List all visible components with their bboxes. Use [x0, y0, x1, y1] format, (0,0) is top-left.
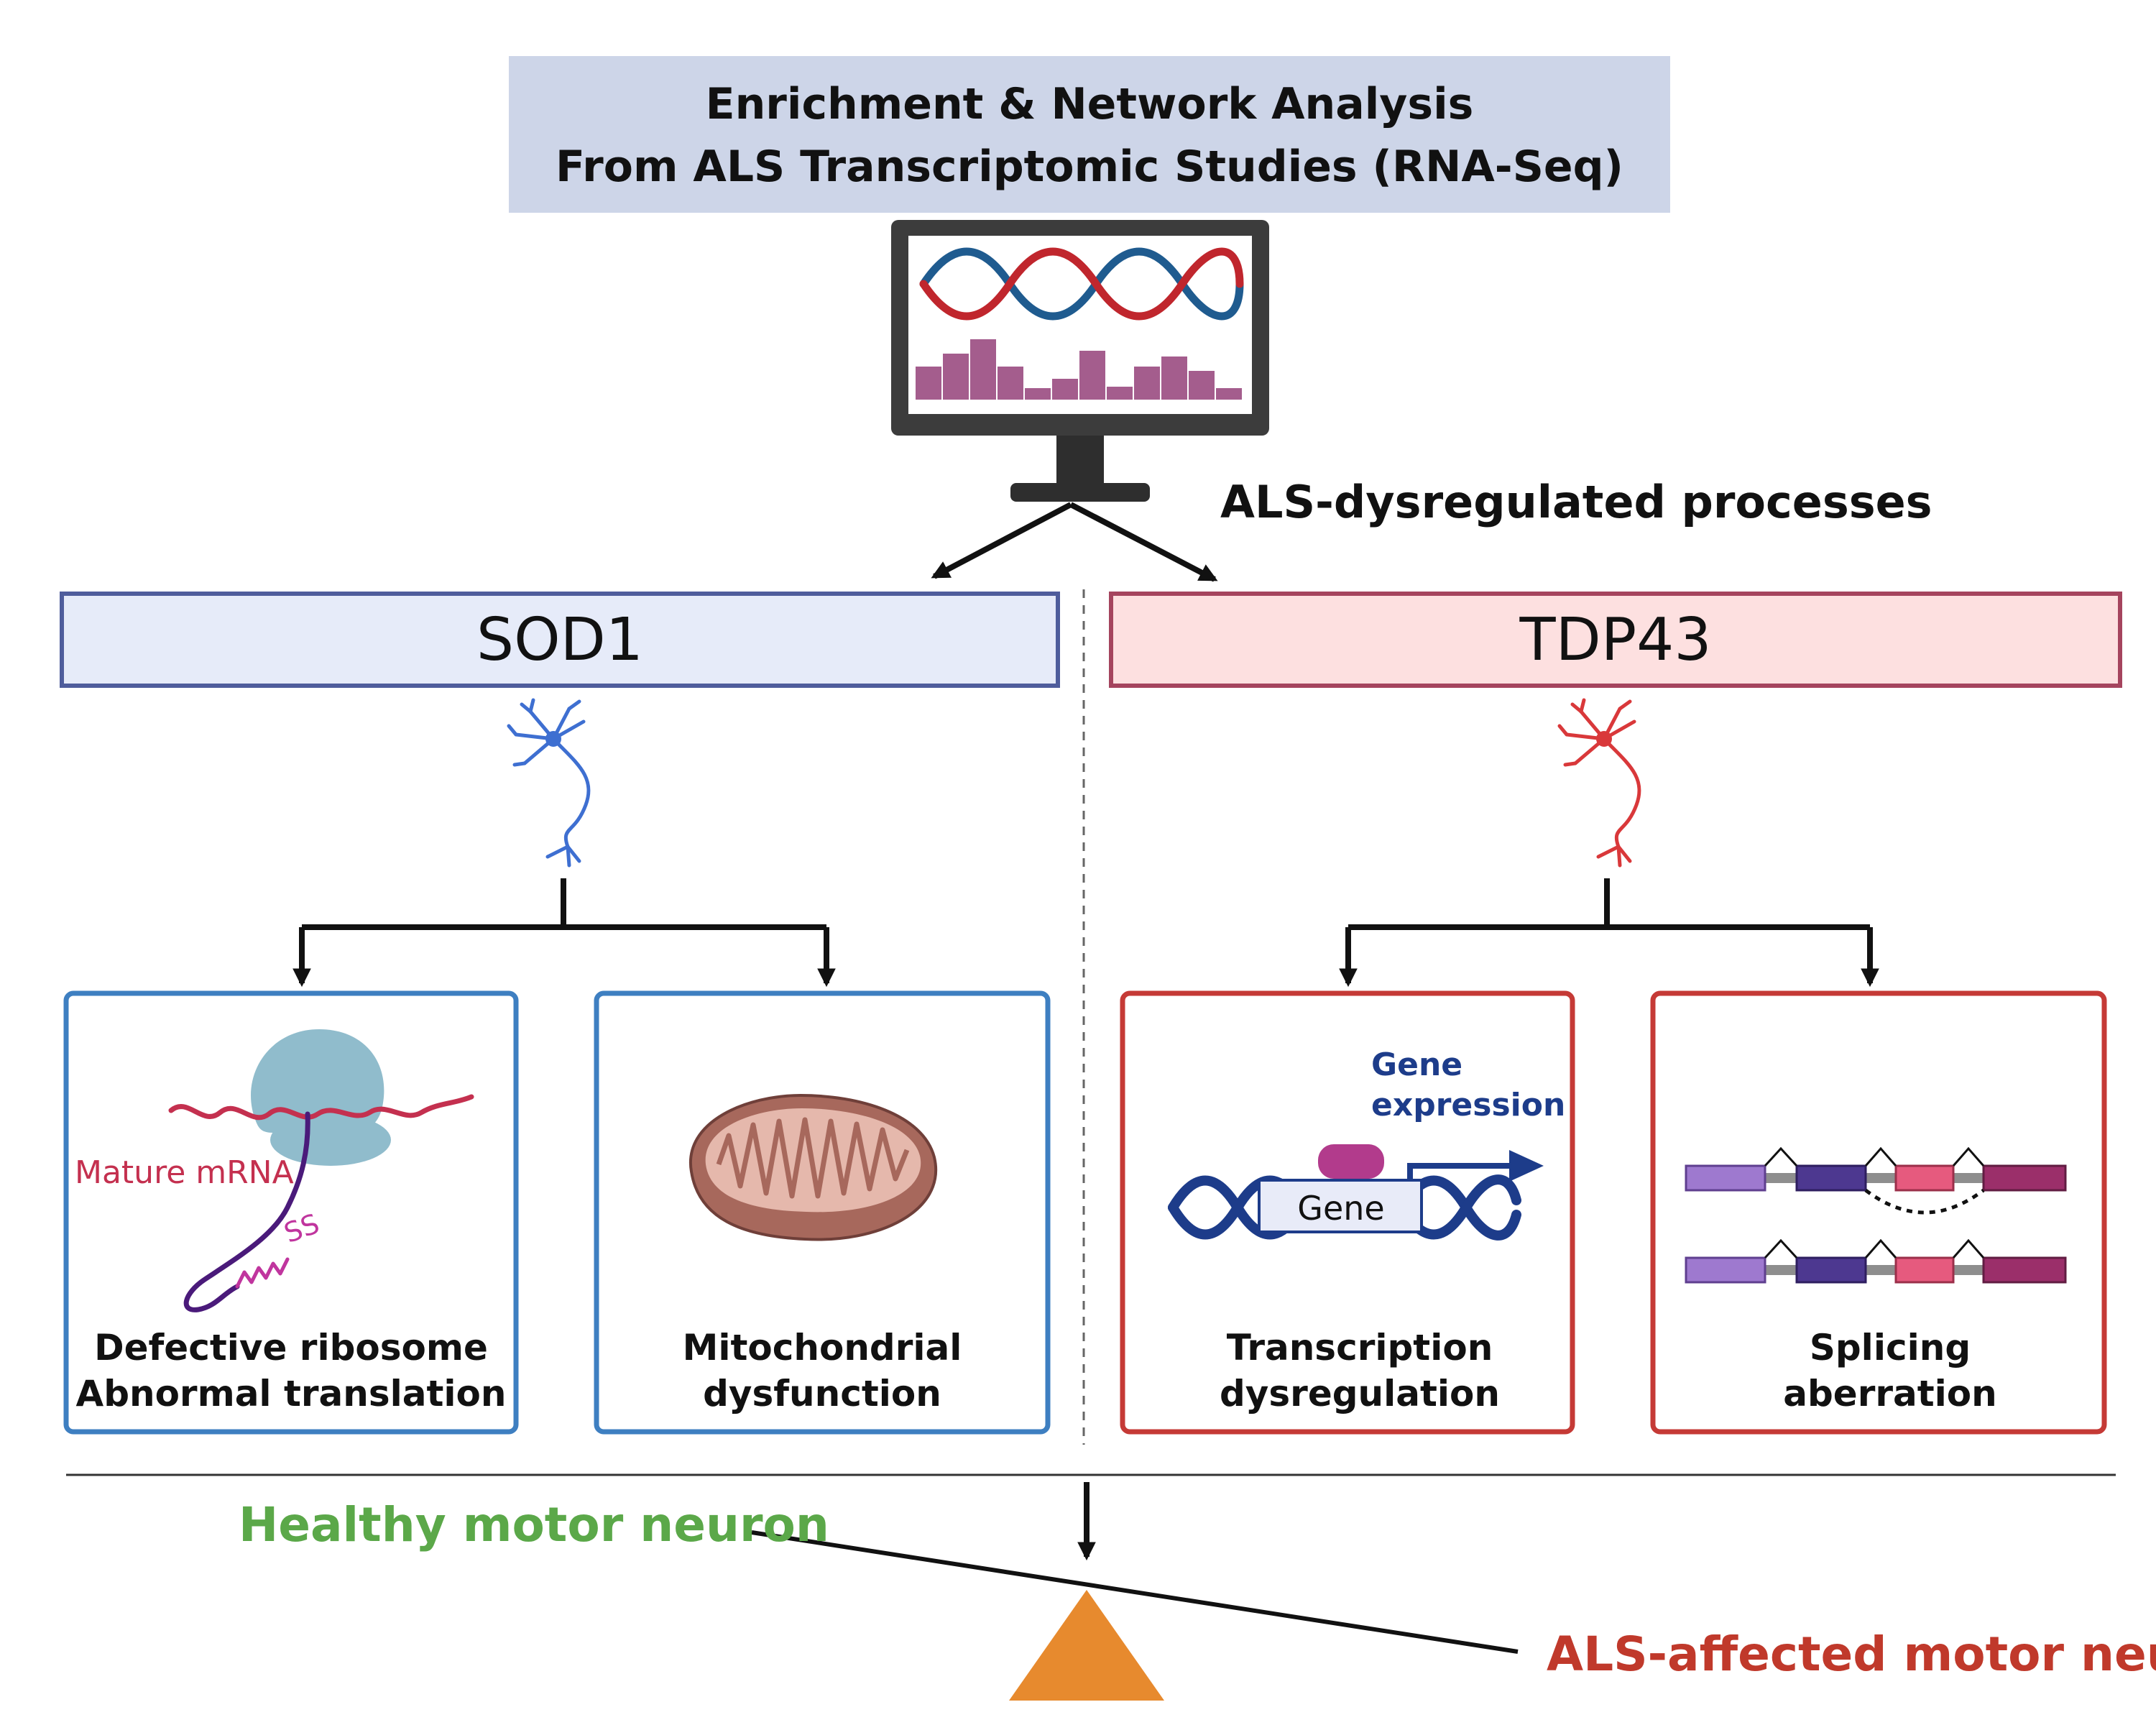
nascent-peptide-chain	[183, 1111, 310, 1312]
splicing-caption-line1: Splicing	[1810, 1327, 1971, 1368]
split-arrows	[931, 502, 1218, 582]
transcription-caption-line2: dysregulation	[1220, 1373, 1500, 1414]
tdp43-header: TDP43	[1109, 592, 2122, 688]
fulcrum-icon	[1009, 1590, 1164, 1701]
processes-label: ALS-dysregulated processes	[1220, 476, 1932, 528]
mito-panel: Mitochondrial dysfunction	[594, 990, 1051, 1435]
mito-caption-line1: Mitochondrial	[683, 1327, 962, 1368]
transcription-caption-line1: Transcription	[1227, 1327, 1493, 1368]
expression-arrow-icon	[1407, 1150, 1544, 1182]
splicing-caption-line2: aberration	[1783, 1373, 1997, 1414]
ribosome-large-subunit-icon	[251, 1029, 384, 1133]
affected-neuron-label: ALS-affected motor neuron	[1547, 1627, 2156, 1682]
histogram-icon	[916, 339, 1242, 400]
mrna-strand	[168, 1094, 474, 1121]
signal-sequence-squiggle	[235, 1257, 290, 1289]
splicing-panel: Splicing aberration	[1650, 990, 2107, 1435]
neuron-icon-blue	[507, 698, 591, 868]
splicing-row-2	[1685, 1238, 2067, 1284]
sod1-branch-arrows	[292, 878, 836, 988]
neuron-soma-blue	[545, 731, 561, 747]
neuron-soma-red	[1596, 731, 1612, 747]
gene-box	[1258, 1179, 1423, 1233]
gene-label: Gene	[1297, 1189, 1384, 1228]
monitor-icon	[891, 220, 1269, 502]
header-box: Enrichment & Network Analysis From ALS T…	[509, 56, 1670, 213]
sod1-title: SOD1	[476, 606, 643, 674]
splicing-row-1	[1685, 1146, 2067, 1215]
tdp43-branch-arrows	[1339, 878, 1879, 988]
tdp43-title: TDP43	[1519, 606, 1711, 674]
transcription-panel: Gene Gene expression Transcription dysre…	[1120, 990, 1575, 1435]
header-line1: Enrichment & Network Analysis	[706, 79, 1474, 129]
transcription-factor-icon	[1318, 1144, 1384, 1179]
mrna-label: Mature mRNA	[75, 1154, 294, 1191]
gene-expression-label-line2: expression	[1371, 1087, 1565, 1123]
ribosome-small-subunit-icon	[270, 1114, 391, 1166]
mitochondrion-icon	[688, 1093, 937, 1241]
dna-helix-icon	[919, 247, 1244, 321]
mito-caption-line2: dysfunction	[703, 1373, 941, 1414]
header-line2: From ALS Transcriptomic Studies (RNA-Seq…	[556, 142, 1623, 192]
balance-scale-icon	[751, 1530, 1519, 1701]
gene-expression-label-line1: Gene	[1371, 1046, 1462, 1083]
ribosome-panel: Mature mRNA SS Defective ribosome Abnorm…	[63, 990, 519, 1435]
ribosome-caption-line1: Defective ribosome	[94, 1327, 488, 1368]
ribosome-caption-line2: Abnormal translation	[76, 1373, 507, 1414]
neuron-icon-red	[1557, 698, 1641, 868]
sod1-header: SOD1	[60, 592, 1060, 688]
healthy-neuron-label: Healthy motor neuron	[239, 1497, 829, 1552]
